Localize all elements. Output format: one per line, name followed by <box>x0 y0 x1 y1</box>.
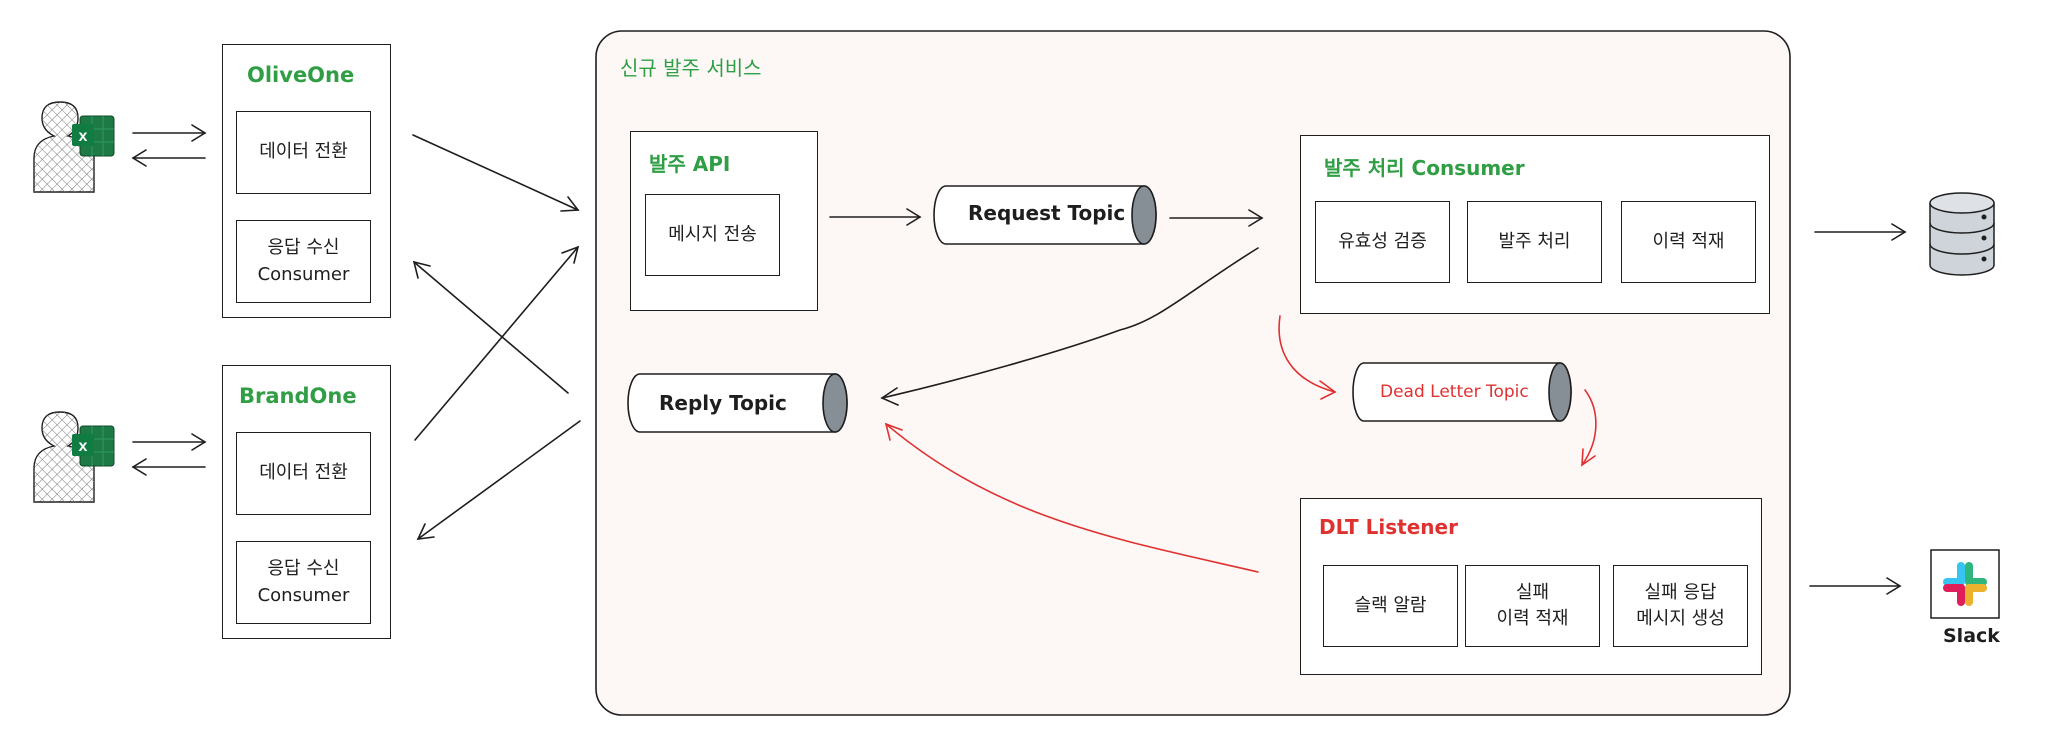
external-arrows <box>1809 223 1907 595</box>
dead-letter-topic-cylinder <box>1352 362 1572 422</box>
order-api-title: 발주 API <box>649 152 731 176</box>
failure-reply-box: 실패 응답 메시지 생성 <box>1613 565 1748 647</box>
error-flow-arrows <box>884 315 1597 573</box>
excel-user-icon: x <box>33 101 115 193</box>
failure-history-box: 실패 이력 적재 <box>1465 565 1600 647</box>
client-oliveone: OliveOne 데이터 전환 응답 수신 Consumer <box>222 44 391 318</box>
reply-topic-label: Reply Topic <box>659 391 787 415</box>
dead-letter-topic-label: Dead Letter Topic <box>1380 382 1529 402</box>
dlt-listener-box: DLT Listener 슬랙 알람 실패 이력 적재 실패 응답 메시지 생성 <box>1300 498 1762 675</box>
request-topic-cylinder <box>933 185 1157 245</box>
reply-topic-cylinder <box>627 373 848 433</box>
client-title: BrandOne <box>239 384 357 408</box>
svg-text:x: x <box>79 438 88 455</box>
client-brandone: BrandOne 데이터 전환 응답 수신 Consumer <box>222 365 391 639</box>
user-client-arrows <box>131 124 207 476</box>
order-consumer-title: 발주 처리 Consumer <box>1324 156 1525 180</box>
client-title: OliveOne <box>247 63 355 87</box>
reply-consumer-box: 응답 수신 Consumer <box>236 220 371 303</box>
slack-alarm-box: 슬랙 알람 <box>1323 565 1458 647</box>
data-convert-box: 데이터 전환 <box>236 111 371 194</box>
validation-box: 유효성 검증 <box>1315 201 1450 283</box>
slack-icon <box>1930 549 2000 619</box>
history-load-box: 이력 적재 <box>1621 201 1756 283</box>
service-internal-arrows <box>829 208 1264 406</box>
data-convert-box: 데이터 전환 <box>236 432 371 515</box>
svg-text:x: x <box>79 128 88 145</box>
excel-user-icon: x <box>33 411 115 503</box>
order-api-box: 발주 API 메시지 전송 <box>630 131 818 311</box>
order-process-box: 발주 처리 <box>1467 201 1602 283</box>
order-consumer-box: 발주 처리 Consumer 유효성 검증 발주 처리 이력 적재 <box>1300 135 1770 314</box>
database-icon <box>1929 192 1995 276</box>
slack-label: Slack <box>1943 625 2000 647</box>
service-title: 신규 발주 서비스 <box>620 56 762 80</box>
client-service-arrows <box>412 134 581 540</box>
reply-consumer-box: 응답 수신 Consumer <box>236 541 371 624</box>
dlt-listener-title: DLT Listener <box>1319 515 1458 539</box>
request-topic-label: Request Topic <box>968 201 1126 225</box>
send-message-box: 메시지 전송 <box>645 194 780 276</box>
